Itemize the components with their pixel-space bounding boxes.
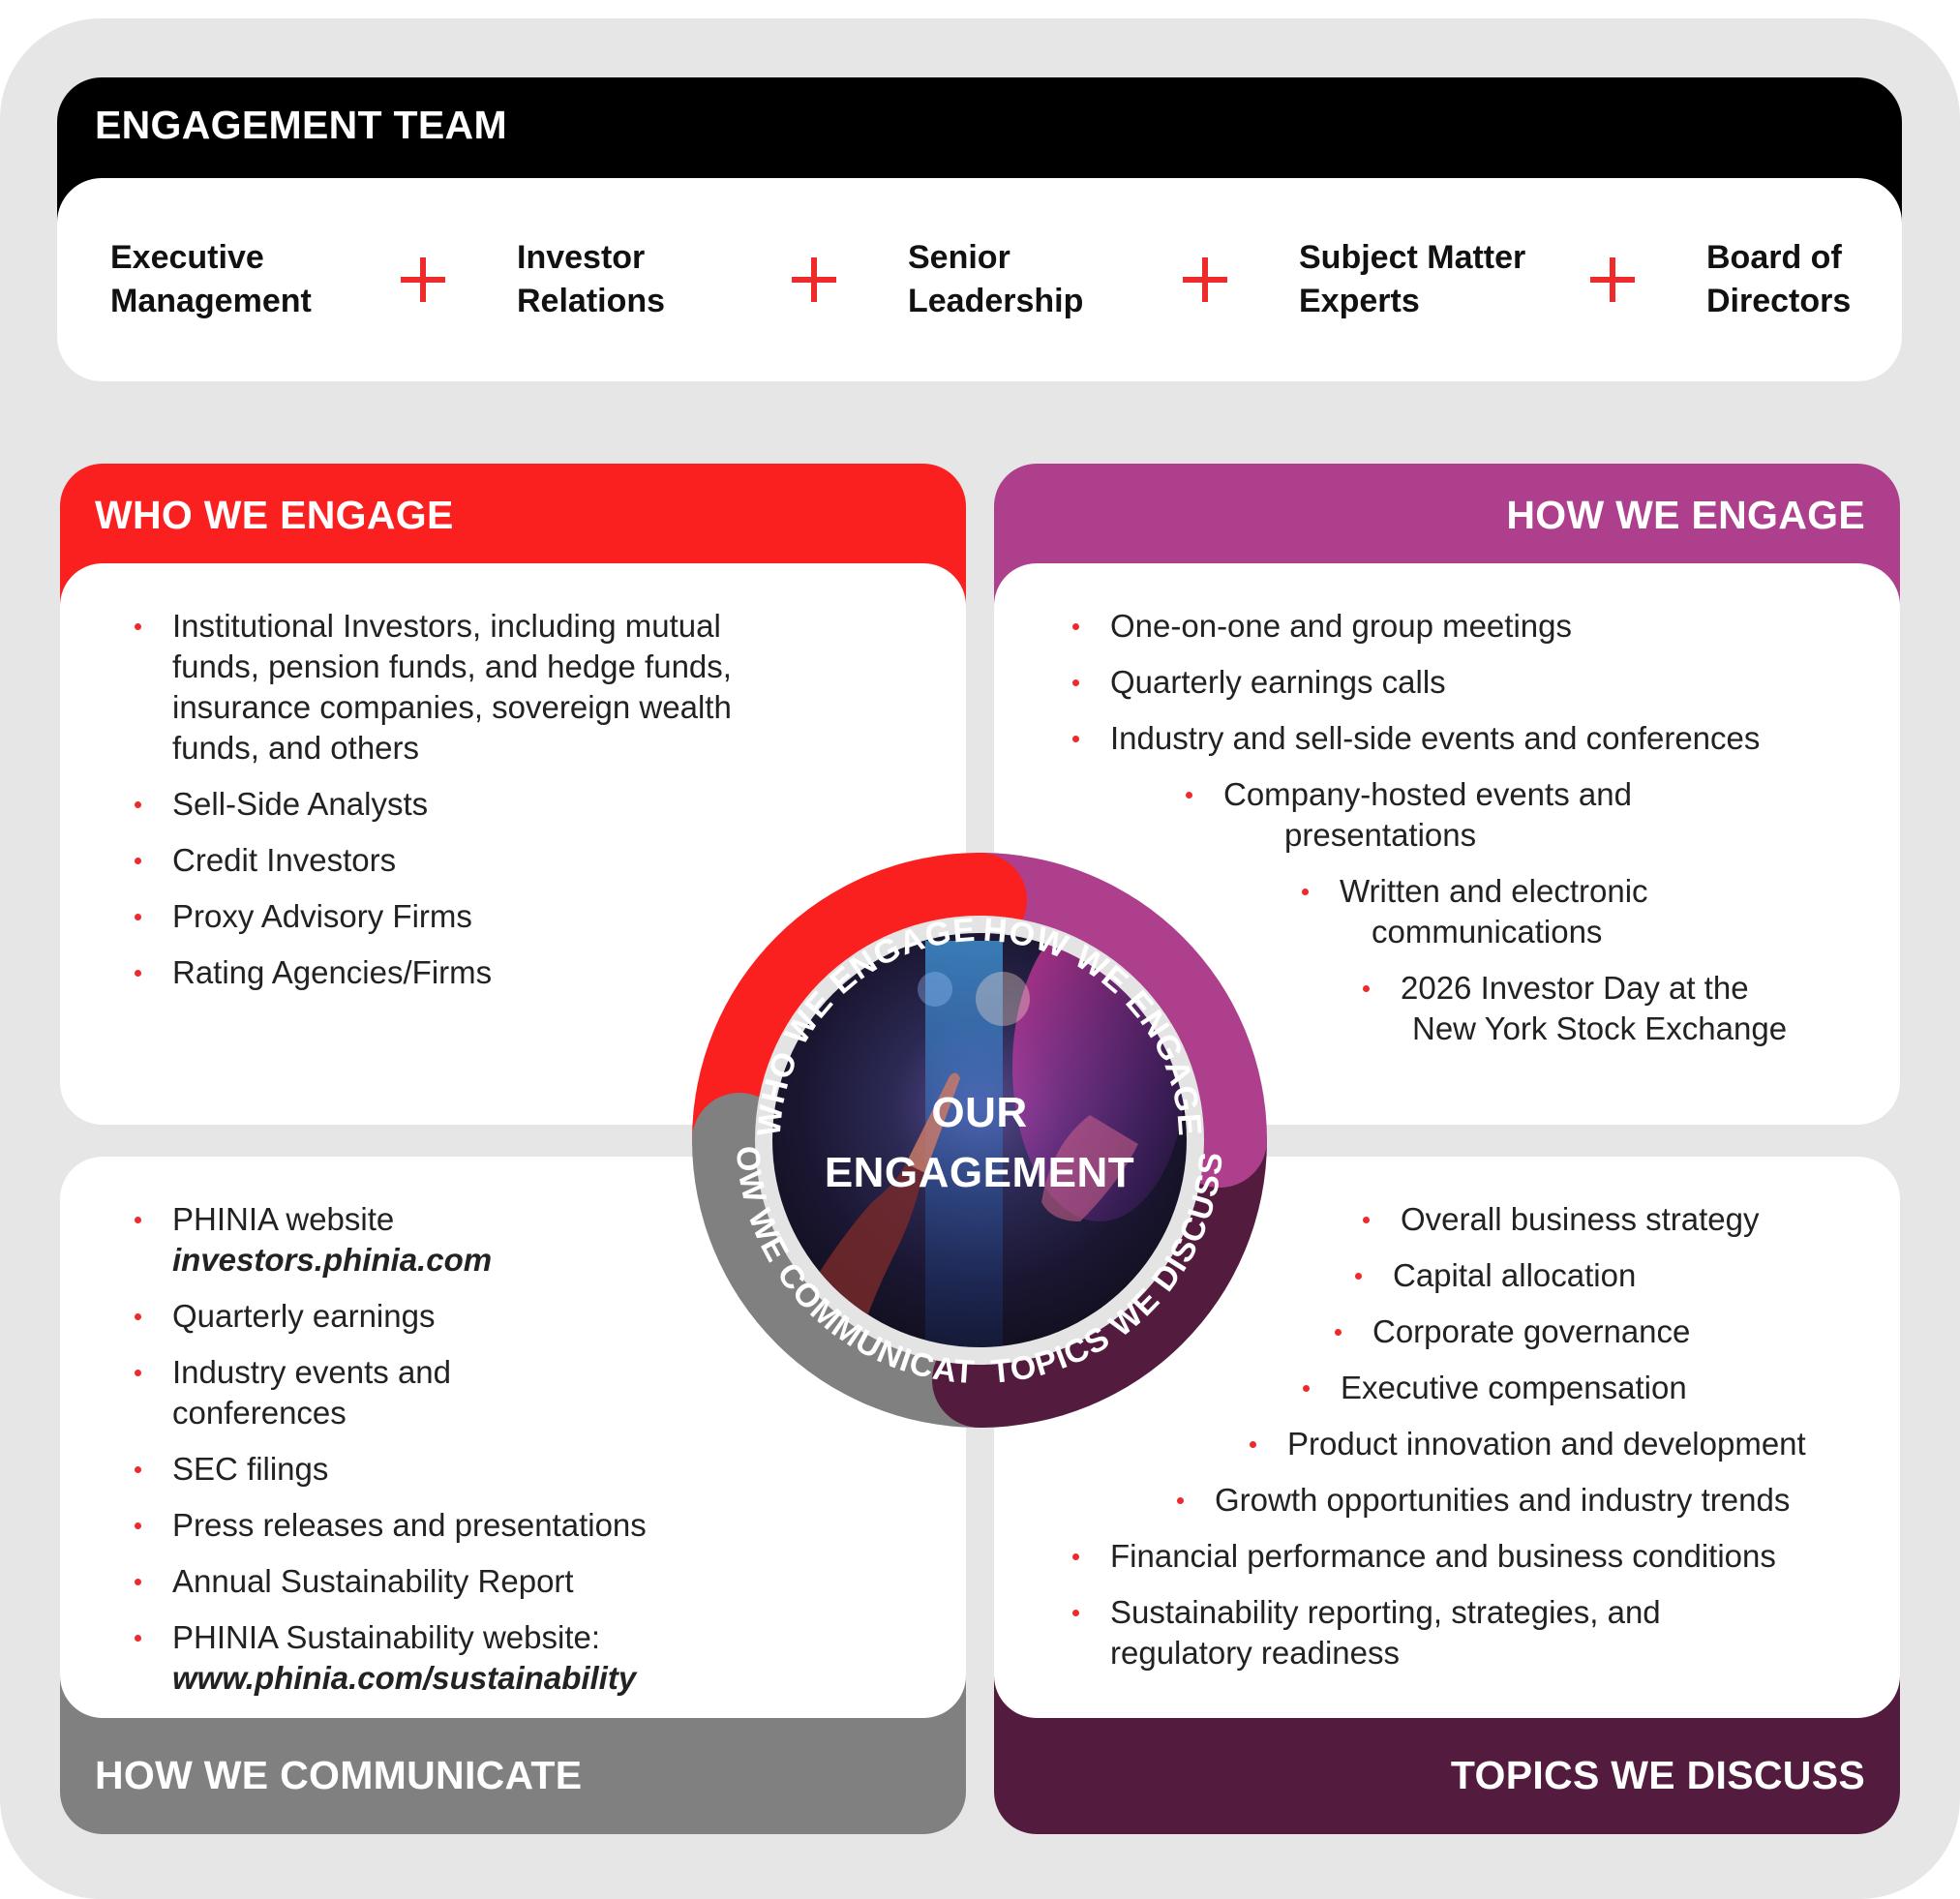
list-item: 2026 Investor Day at the [1363,968,1865,1009]
list-item: Industry and sell-side events and confer… [1072,718,1865,759]
team-member-board-of-directors: Board of Directors [1706,239,1852,319]
engagement-wheel-graphic: WHO WE ENGAGE HOW WE ENGAGE TOPICS WE DI… [635,796,1267,1428]
team-member-senior-leadership: Senior Leadership [908,239,1084,319]
list-item-continuation: regulatory readiness [1110,1635,1400,1671]
list-item-continuation: New York Stock Exchange [1412,1010,1788,1046]
list-item-continuation: conferences [172,1395,347,1431]
list-item: Capital allocation [1355,1255,1875,1296]
list-item: Sell-Side Analysts [135,784,732,825]
list-item: Quarterly earnings calls [1072,662,1865,703]
list-item: One-on-one and group meetings [1072,606,1865,647]
list-item: PHINIA website [135,1199,647,1240]
list-item: Quarterly earnings [135,1296,647,1337]
investors-website-link[interactable]: investors.phinia.com [172,1242,493,1278]
list-item-continuation: presentations [1284,817,1477,853]
list-item: Company-hosted events and [1186,774,1865,815]
who-we-engage-title: WHO WE ENGAGE [95,493,454,537]
list-item-continuation: insurance companies, sovereign wealth [172,689,732,725]
engagement-team-members: Executive Management Investor Relations … [57,178,1902,381]
list-item: Executive compensation [1303,1368,1875,1408]
plus-icon [1183,257,1227,302]
list-item: Sustainability reporting, strategies, an… [1072,1592,1875,1633]
how-we-communicate-title: HOW WE COMMUNICATE [95,1753,583,1797]
list-item: Annual Sustainability Report [135,1561,647,1602]
list-item: SEC filings [135,1449,647,1490]
list-item: Written and electronic [1302,871,1865,912]
who-we-engage-body: Institutional Investors, including mutua… [60,563,966,1125]
engagement-team-title: ENGAGEMENT TEAM [95,103,507,147]
engagement-wheel: WHO WE ENGAGE HOW WE ENGAGE TOPICS WE DI… [635,796,1324,1485]
list-item: Press releases and presentations [135,1505,647,1546]
center-title-line1: OUR [931,1089,1028,1136]
topics-we-discuss-title: TOPICS WE DISCUSS [1450,1753,1865,1797]
center-title-line2: ENGAGEMENT [824,1149,1135,1196]
list-item: Credit Investors [135,840,732,881]
list-item-continuation: communications [1372,914,1603,950]
list-item: Industry events and [135,1352,647,1393]
list-item-continuation: funds, pension funds, and hedge funds, [172,648,732,684]
list-item: Proxy Advisory Firms [135,896,732,937]
plus-icon [401,257,445,302]
team-member-investor-relations: Investor Relations [517,239,666,319]
list-item: PHINIA Sustainability website: [135,1617,647,1658]
list-item: Institutional Investors, including mutua… [135,606,732,647]
topics-we-discuss-list: Overall business strategy Capital alloca… [1072,1199,1875,1689]
list-item-continuation: funds, and others [172,730,420,766]
who-we-engage-list: Institutional Investors, including mutua… [135,606,732,1009]
list-item: Growth opportunities and industry trends [1177,1480,1875,1521]
engagement-team-card: ENGAGEMENT TEAM Executive Management Inv… [57,77,1902,381]
list-item: Product innovation and development [1250,1424,1875,1464]
how-we-communicate-list: PHINIA website investors.phinia.com Quar… [135,1199,647,1714]
plus-icon [1590,257,1635,302]
list-item: Corporate governance [1335,1311,1875,1352]
list-item: Rating Agencies/Firms [135,952,732,993]
plus-icon [792,257,836,302]
list-item: Financial performance and business condi… [1072,1536,1875,1577]
list-item: Overall business strategy [1363,1199,1875,1240]
how-we-engage-list: One-on-one and group meetings Quarterly … [1072,606,1865,1065]
team-member-subject-matter-experts: Subject Matter Experts [1299,239,1526,319]
sustainability-website-link[interactable]: www.phinia.com/sustainability [172,1660,637,1696]
who-we-engage-panel: WHO WE ENGAGE Institutional Investors, i… [60,464,966,1141]
team-member-executive-management: Executive Management [110,239,312,319]
how-we-engage-title: HOW WE ENGAGE [1506,493,1865,537]
